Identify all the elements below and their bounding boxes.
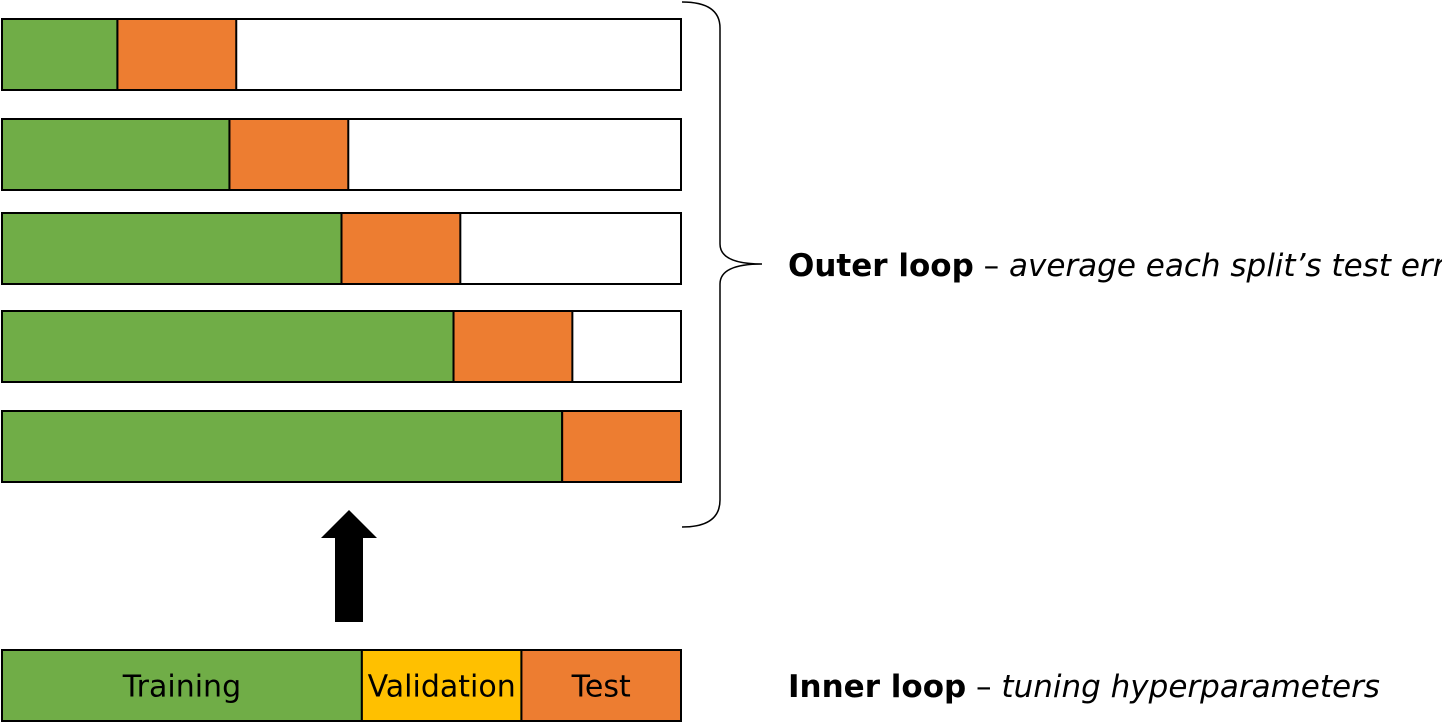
outer-loop-dash: – (974, 248, 1009, 284)
test-segment (116, 18, 238, 91)
training-label: Training (122, 670, 241, 705)
outer-split-bar (1, 118, 682, 191)
inner-loop-title: Inner loop (788, 669, 966, 705)
training-segment (1, 212, 343, 285)
outer-loop-caption: Outer loop – average each split’s test e… (788, 248, 1442, 284)
inner-loop-caption: Inner loop – tuning hyperparameters (788, 669, 1380, 705)
up-arrow-icon (321, 510, 377, 622)
validation-label: Validation (368, 670, 516, 705)
test-segment (520, 649, 682, 722)
right-curly-brace-icon (681, 1, 763, 528)
test-segment (340, 212, 462, 285)
validation-segment (360, 649, 523, 722)
outer-loop-title: Outer loop (788, 248, 974, 284)
outer-split-bar (1, 212, 682, 285)
inner-split-bar: Training Validation Test (1, 649, 682, 722)
training-segment (1, 649, 363, 722)
training-segment (1, 410, 564, 483)
outer-split-bar (1, 18, 682, 91)
outer-splits (1, 18, 682, 483)
training-segment (1, 310, 455, 383)
outer-split-bar (1, 410, 682, 483)
outer-split-bar (1, 310, 682, 383)
inner-loop-dash: – (966, 669, 1001, 705)
inner-loop-description: tuning hyperparameters (1001, 669, 1380, 705)
test-segment (228, 118, 350, 191)
test-segment (561, 410, 682, 483)
test-label: Test (571, 670, 631, 705)
training-segment (1, 118, 231, 191)
outer-loop-description: average each split’s test error (1009, 248, 1442, 284)
test-segment (452, 310, 574, 383)
training-segment (1, 18, 119, 91)
